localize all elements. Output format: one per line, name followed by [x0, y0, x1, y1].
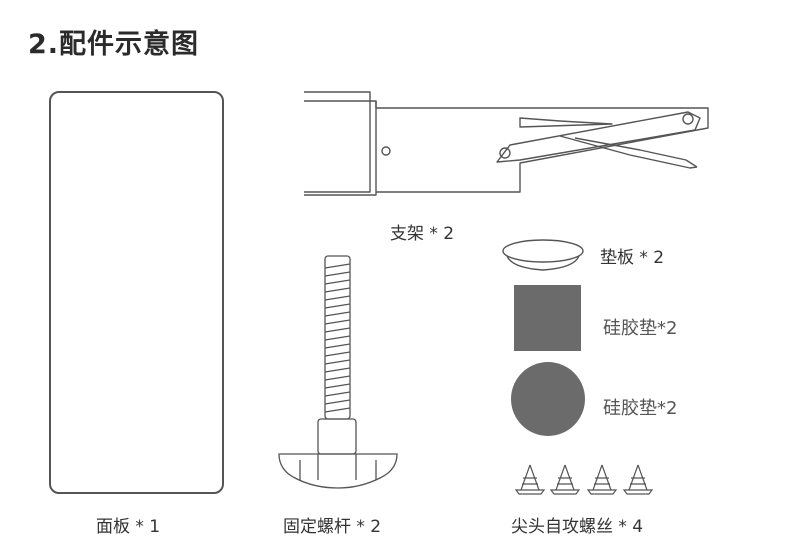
panel-illustration	[49, 91, 224, 494]
silicone-round-label: 硅胶垫*2	[603, 398, 678, 419]
tapping-screw-2	[549, 464, 581, 495]
tapping-screws-illustration	[514, 464, 654, 495]
tapping-screw-3	[586, 464, 618, 495]
fixing-screw-label: 固定螺杆 * 2	[283, 517, 382, 537]
panel-label: 面板 * 1	[96, 517, 161, 537]
bracket-illustration	[304, 91, 709, 196]
tapping-screw-1	[514, 464, 546, 495]
pad-plate-label: 垫板 * 2	[600, 248, 665, 268]
pad-plate-illustration	[502, 239, 584, 271]
silicone-square-label: 硅胶垫*2	[603, 318, 678, 339]
fixing-screw-illustration	[278, 255, 398, 489]
page-title: 2.配件示意图	[28, 29, 200, 60]
silicone-round-pad	[511, 362, 585, 436]
tapping-screws-label: 尖头自攻螺丝 * 4	[511, 517, 644, 537]
bracket-label: 支架 * 2	[390, 224, 455, 244]
silicone-square-pad	[514, 285, 581, 351]
tapping-screw-4	[622, 464, 654, 495]
